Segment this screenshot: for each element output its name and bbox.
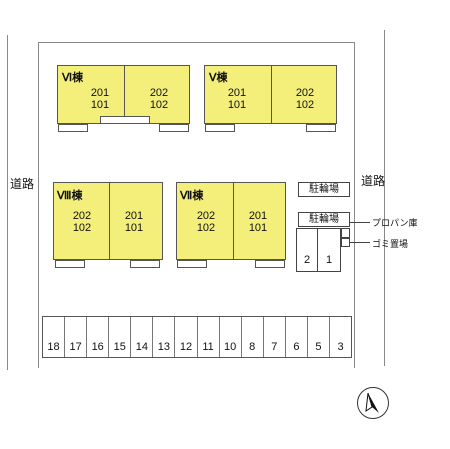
bike-parking-top-label: 駐輪場 bbox=[309, 184, 339, 195]
parking-space: 3 bbox=[329, 317, 351, 357]
storage-unit-1: 1 bbox=[317, 228, 341, 272]
propane-leader bbox=[350, 222, 370, 223]
unit-lower: 101 bbox=[248, 222, 268, 234]
entrance-step bbox=[159, 124, 189, 132]
entrance-step bbox=[58, 124, 88, 132]
garbage-label: ゴミ置場 bbox=[372, 239, 409, 249]
garbage-area bbox=[341, 238, 350, 247]
unit-divider bbox=[233, 183, 234, 259]
unit-numbers-b: 202 102 bbox=[139, 87, 179, 111]
entrance-step bbox=[255, 260, 285, 268]
unit-lower: 102 bbox=[72, 222, 92, 234]
building-name: Ⅶ棟 bbox=[180, 190, 204, 202]
unit-divider bbox=[271, 66, 272, 123]
entrance-step bbox=[130, 260, 160, 268]
building-7[interactable]: Ⅶ棟 202 102 201 101 bbox=[176, 182, 286, 260]
parking-space: 16 bbox=[86, 317, 108, 357]
parking-space: 7 bbox=[262, 317, 285, 357]
unit-upper: 202 bbox=[295, 87, 315, 99]
parking-space: 11 bbox=[196, 317, 219, 357]
parking-space: 14 bbox=[130, 317, 152, 357]
unit-numbers-a: 202 102 bbox=[62, 210, 102, 234]
parking-space: 6 bbox=[284, 317, 307, 357]
entrance-step bbox=[205, 124, 235, 132]
building-8[interactable]: Ⅷ棟 202 102 201 101 bbox=[53, 182, 163, 260]
unit-upper: 201 bbox=[124, 210, 144, 222]
propane-storage bbox=[341, 228, 350, 238]
unit-numbers-b: 202 102 bbox=[285, 87, 325, 111]
parking-space: 15 bbox=[108, 317, 130, 357]
parking-space: 5 bbox=[306, 317, 329, 357]
unit-upper: 201 bbox=[227, 87, 247, 99]
road-label-right: 道路 bbox=[361, 174, 386, 188]
storage-unit-1-label: 1 bbox=[325, 254, 333, 266]
unit-lower: 102 bbox=[196, 222, 216, 234]
unit-numbers-a: 201 101 bbox=[217, 87, 257, 111]
entrance-step bbox=[100, 116, 150, 124]
building-name: Ⅷ棟 bbox=[57, 190, 83, 202]
building-name: Ⅴ棟 bbox=[209, 72, 228, 84]
unit-divider bbox=[109, 183, 110, 259]
storage-unit-2: 2 bbox=[296, 228, 318, 272]
unit-lower: 101 bbox=[90, 99, 110, 111]
building-6[interactable]: Ⅵ棟 201 101 202 102 bbox=[57, 65, 190, 124]
unit-upper: 202 bbox=[149, 87, 169, 99]
parking-space: 18 bbox=[47, 341, 60, 353]
bike-parking-mid: 駐輪場 bbox=[298, 212, 350, 227]
bike-parking-top: 駐輪場 bbox=[298, 182, 350, 197]
road-label-left: 道路 bbox=[10, 177, 35, 191]
unit-lower: 101 bbox=[124, 222, 144, 234]
storage-unit-2-label: 2 bbox=[303, 254, 311, 266]
entrance-step bbox=[306, 124, 336, 132]
boundary-right bbox=[354, 42, 355, 368]
parking-space: 8 bbox=[240, 317, 263, 357]
unit-lower: 102 bbox=[149, 99, 169, 111]
bike-parking-mid-label: 駐輪場 bbox=[309, 214, 339, 225]
road-edge-right bbox=[384, 30, 385, 366]
boundary-top bbox=[38, 42, 355, 43]
entrance-step bbox=[177, 260, 207, 268]
unit-numbers-a: 202 102 bbox=[186, 210, 226, 234]
unit-divider bbox=[124, 66, 125, 123]
boundary-left bbox=[38, 42, 39, 368]
parking-space: 13 bbox=[152, 317, 174, 357]
unit-upper: 201 bbox=[248, 210, 268, 222]
parking-space: 10 bbox=[218, 317, 241, 357]
building-name: Ⅵ棟 bbox=[62, 72, 84, 84]
unit-lower: 101 bbox=[227, 99, 247, 111]
unit-upper: 202 bbox=[196, 210, 216, 222]
garbage-leader bbox=[350, 242, 370, 243]
north-arrow-icon bbox=[357, 387, 389, 419]
unit-upper: 201 bbox=[90, 87, 110, 99]
unit-numbers-b: 201 101 bbox=[238, 210, 278, 234]
parking-space: 12 bbox=[174, 317, 196, 357]
unit-lower: 102 bbox=[295, 99, 315, 111]
entrance-step bbox=[55, 260, 85, 268]
unit-upper: 202 bbox=[72, 210, 92, 222]
propane-label: プロパン庫 bbox=[372, 218, 418, 228]
unit-numbers-a: 201 101 bbox=[80, 87, 120, 111]
building-5[interactable]: Ⅴ棟 201 101 202 102 bbox=[204, 65, 337, 124]
unit-numbers-b: 201 101 bbox=[114, 210, 154, 234]
road-edge-left bbox=[7, 35, 8, 370]
parking-space: 17 bbox=[64, 317, 86, 357]
